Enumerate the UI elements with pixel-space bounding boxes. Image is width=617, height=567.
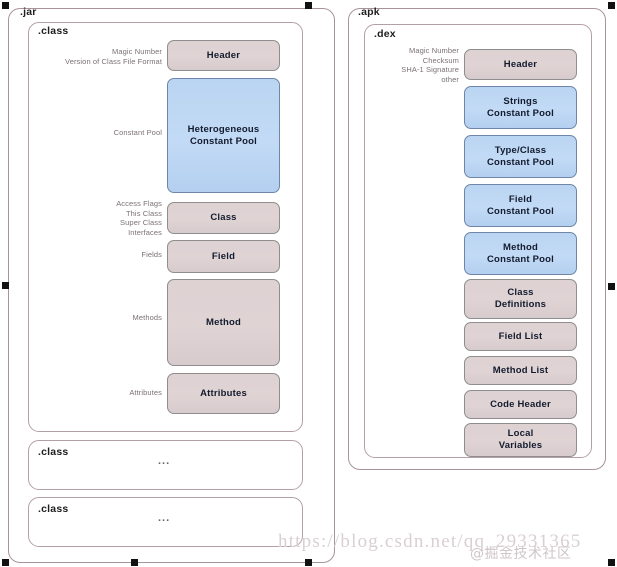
dex-box-local-variables[interactable]: Local Variables bbox=[464, 423, 577, 457]
class-side-label-constant-pool: Constant Pool bbox=[113, 128, 162, 137]
class-box-class[interactable]: Class bbox=[167, 202, 280, 234]
class-panel-extra-2-ellipsis: ... bbox=[158, 512, 171, 524]
dex-box-method-list[interactable]: Method List bbox=[464, 356, 577, 385]
class-side-label-header: Magic Number Version of Class File Forma… bbox=[65, 47, 162, 66]
dex-box-field-list[interactable]: Field List bbox=[464, 322, 577, 351]
selection-handle-apk-bottom-right[interactable] bbox=[608, 559, 615, 566]
class-box-method[interactable]: Method bbox=[167, 279, 280, 366]
class-panel-extra-2 bbox=[28, 497, 303, 547]
class-side-label-fields: Fields bbox=[141, 250, 162, 259]
class-box-field[interactable]: Field bbox=[167, 240, 280, 273]
class-box-attributes[interactable]: Attributes bbox=[167, 373, 280, 414]
selection-handle-jar-top-left[interactable] bbox=[2, 2, 9, 9]
dex-box-code-header[interactable]: Code Header bbox=[464, 390, 577, 419]
dex-side-label-header: Magic Number Checksum SHA-1 Signature ot… bbox=[401, 46, 459, 84]
selection-handle-apk-top-right[interactable] bbox=[608, 2, 615, 9]
dex-box-class-definitions[interactable]: Class Definitions bbox=[464, 279, 577, 319]
class-panel-title: .class bbox=[38, 25, 69, 37]
selection-handle-jar-bottom-right[interactable] bbox=[305, 559, 312, 566]
class-panel-extra-2-title: .class bbox=[38, 503, 69, 515]
dex-panel-title: .dex bbox=[374, 28, 396, 40]
class-side-label-class: Access Flags This Class Super Class Inte… bbox=[116, 199, 162, 237]
class-side-label-attributes: Attributes bbox=[129, 388, 162, 397]
dex-box-header[interactable]: Header bbox=[464, 49, 577, 80]
class-panel-extra-1-title: .class bbox=[38, 446, 69, 458]
selection-handle-apk-bottom-left[interactable] bbox=[131, 559, 138, 566]
selection-handle-jar-bottom-left[interactable] bbox=[2, 559, 9, 566]
dex-box-type-class-constant-pool[interactable]: Type/Class Constant Pool bbox=[464, 135, 577, 178]
selection-handle-jar-top-right[interactable] bbox=[305, 2, 312, 9]
watermark-community: @掘金技术社区 bbox=[470, 546, 572, 562]
class-panel-extra-1-ellipsis: ... bbox=[158, 455, 171, 467]
jar-panel-title: .jar bbox=[20, 6, 37, 18]
class-box-heterogeneous-constant-pool[interactable]: Heterogeneous Constant Pool bbox=[167, 78, 280, 193]
apk-panel-title: .apk bbox=[358, 6, 380, 18]
dex-box-method-constant-pool[interactable]: Method Constant Pool bbox=[464, 232, 577, 275]
class-panel-extra-1 bbox=[28, 440, 303, 490]
selection-handle-apk-mid-right[interactable] bbox=[608, 283, 615, 290]
dex-box-strings-constant-pool[interactable]: Strings Constant Pool bbox=[464, 86, 577, 129]
selection-handle-jar-mid-left[interactable] bbox=[2, 282, 9, 289]
dex-box-field-constant-pool[interactable]: Field Constant Pool bbox=[464, 184, 577, 227]
class-box-header[interactable]: Header bbox=[167, 40, 280, 71]
class-side-label-methods: Methods bbox=[132, 313, 162, 322]
